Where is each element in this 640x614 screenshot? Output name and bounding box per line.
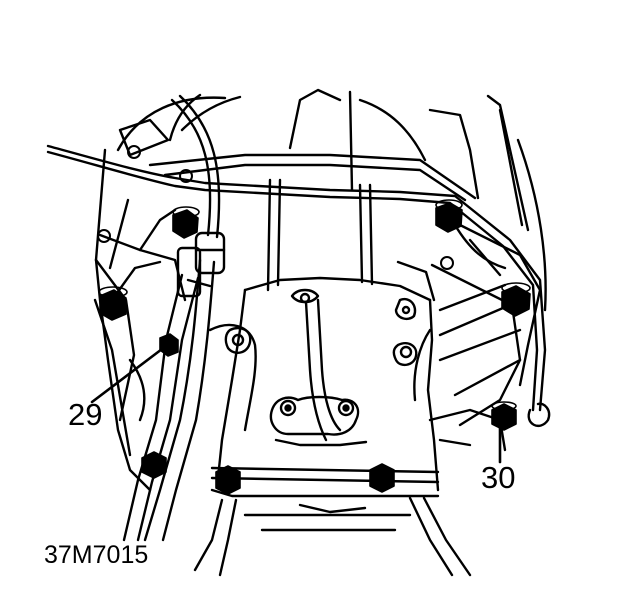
crossmember bbox=[193, 466, 472, 577]
callout-label-30: 30 bbox=[481, 460, 516, 495]
cover-plate bbox=[269, 395, 368, 447]
bellhousing-left bbox=[93, 148, 187, 492]
bolt-right bbox=[501, 285, 531, 317]
leader-29 bbox=[90, 344, 168, 404]
bolt-top-left-washer bbox=[172, 206, 200, 218]
bolt-30 bbox=[491, 403, 517, 431]
small-fasteners bbox=[97, 145, 454, 270]
bolt-upper-right-washer bbox=[435, 199, 463, 211]
upper-housing bbox=[94, 88, 547, 422]
cable-assembly bbox=[46, 144, 551, 427]
leader-lines bbox=[90, 344, 502, 464]
bolts bbox=[98, 199, 531, 495]
bolt-upper-right bbox=[435, 202, 463, 233]
figure-reference-code: 37M7015 bbox=[44, 541, 149, 569]
bolt-right-washer bbox=[501, 282, 531, 294]
bolt-left bbox=[99, 289, 127, 321]
hose-bundle bbox=[122, 94, 226, 542]
bolt-crossmember-right bbox=[369, 463, 395, 493]
bolt-left-washer bbox=[98, 286, 128, 298]
bolt-top-left bbox=[172, 209, 199, 239]
bolt-29 bbox=[159, 333, 179, 357]
bellhousing-right bbox=[428, 213, 542, 452]
bolt-bottom-left bbox=[141, 451, 167, 479]
gearbox-case bbox=[208, 178, 440, 492]
bolt-crossmember-left bbox=[215, 465, 241, 495]
callout-label-29: 29 bbox=[68, 397, 103, 432]
bolt-30-washer bbox=[491, 401, 517, 411]
